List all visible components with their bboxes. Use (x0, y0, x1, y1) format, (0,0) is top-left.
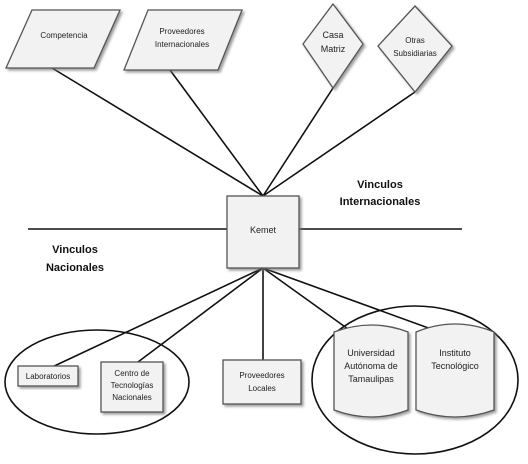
node-competencia: Competencia (4, 9, 122, 69)
node-otras-subsidiarias: Otras Subsidiarias (377, 5, 453, 94)
nacionales-line-1: Vinculos (52, 244, 98, 256)
node-instituto: Instituto Tecnológico (415, 323, 495, 418)
connectors (49, 67, 446, 369)
node-proveedores-locales: Proveedores Locales (222, 359, 302, 405)
instituto-label-2: Tecnológico (431, 361, 479, 371)
node-universidad: Universidad Autónoma de Tamaulipas (333, 324, 409, 418)
internacionales-line-1: Vinculos (357, 179, 403, 191)
edge-otras-subsidiarias (262, 91, 416, 197)
node-laboratorios: Laboratorios (17, 365, 79, 387)
otras-subsidiarias-label-1: Otras (405, 36, 425, 45)
proveedores-internacionales-label-1: Proveedores (159, 27, 204, 36)
casa-matriz-label-2: Matriz (321, 44, 346, 54)
centro-label-2: Tecnologías (111, 381, 154, 390)
otras-subsidiarias-label-2: Subsidiarias (393, 49, 437, 58)
internacionales-line-2: Internacionales (340, 196, 421, 208)
kemet-label: Kemet (250, 225, 277, 235)
universidad-label-3: Tamaulipas (348, 374, 394, 384)
node-kemet: Kemet (226, 195, 300, 269)
node-casa-matriz: Casa Matriz (302, 2, 364, 90)
label-vinculos-internacionales: Vinculos Internacionales (340, 179, 421, 208)
edge-centro-tecnologias (137, 267, 264, 363)
edge-proveedores-internacionales (169, 69, 264, 197)
edge-casa-matriz (262, 87, 334, 197)
proveedores-internacionales-label-2: Internacionales (155, 40, 209, 49)
edge-instituto (262, 267, 446, 335)
competencia-label: Competencia (40, 31, 88, 40)
universidad-label-1: Universidad (347, 348, 395, 358)
edge-competencia (51, 67, 264, 197)
edge-laboratorios (49, 267, 264, 369)
node-centro-tecnologias: Centro de Tecnologías Nacionales (100, 361, 164, 413)
nacionales-line-2: Nacionales (46, 262, 104, 274)
centro-label-3: Nacionales (112, 393, 152, 402)
group-oval-right (311, 305, 519, 455)
centro-label-1: Centro de (114, 369, 150, 378)
edge-universidad (262, 267, 356, 335)
node-proveedores-internacionales: Proveedores Internacionales (123, 9, 243, 71)
instituto-label-1: Instituto (439, 348, 471, 358)
proveedores-locales-label-1: Proveedores (239, 371, 284, 380)
universidad-label-2: Autónoma de (344, 361, 398, 371)
group-oval-left (4, 329, 190, 435)
label-vinculos-nacionales: Vinculos Nacionales (46, 244, 104, 274)
casa-matriz-label-1: Casa (322, 30, 343, 40)
laboratorios-label: Laboratorios (26, 372, 70, 381)
proveedores-locales-label-2: Locales (248, 384, 276, 393)
